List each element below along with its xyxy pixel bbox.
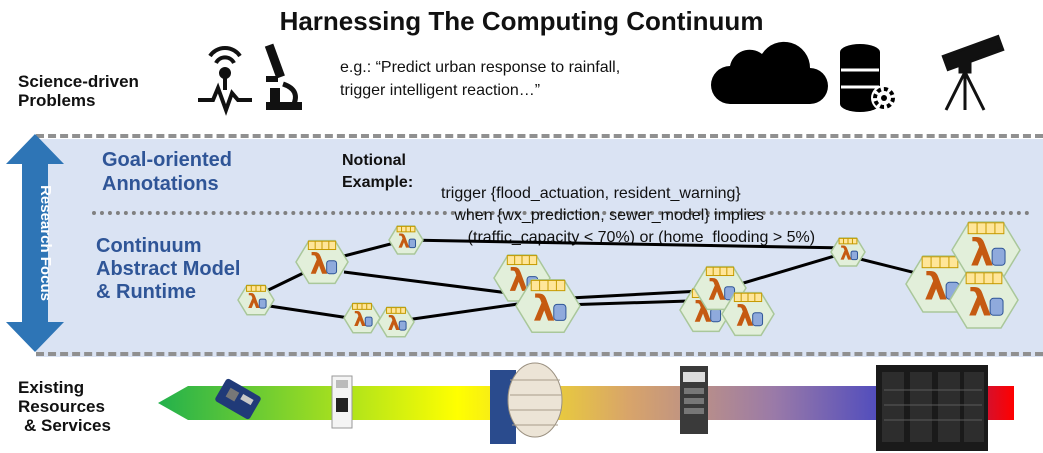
lambda-node: λ [377,306,415,338]
lambda-node: λ [388,225,424,255]
lambda-node: λ [830,237,866,267]
sensor-signal-icon [198,46,252,116]
lambda-node: λ [515,278,581,334]
example-quote: e.g.: “Predict urban response to rainfal… [340,59,621,99]
lambda-symbol: λ [924,264,948,308]
lambda-node: λ [949,271,1019,329]
lambda-symbol: λ [968,280,992,324]
lambda-node: λ [295,239,349,285]
lambda-node: λ [721,291,775,337]
lambda-symbol: λ [840,244,852,265]
middle-divider [92,211,1030,215]
server-blade-image [680,366,708,434]
lambda-symbol: λ [708,273,726,307]
lambda-symbol: λ [509,263,529,299]
edge-device-image [490,362,563,444]
bottom-divider [36,352,1043,356]
telescope-icon [941,34,1005,111]
cloud-icon [711,41,828,104]
database-gear-icon [840,44,897,112]
lambda-symbol: λ [736,299,754,333]
lambda-symbol: λ [388,312,401,335]
page-title: Harnessing The Computing Continuum [279,6,764,36]
resource-gradient-arrow [158,386,1014,420]
iot-board-image [331,375,353,429]
lambda-symbol: λ [354,308,367,331]
notional-example-code: trigger {flood_actuation, resident_warni… [441,185,816,246]
datacenter-racks-image [876,365,988,451]
microscope-icon [264,43,302,110]
microcontroller-board-image [215,378,261,420]
lambda-symbol: λ [398,232,410,253]
top-divider [36,134,1043,138]
lambda-symbol: λ [310,247,328,281]
research-focus-arrow: Research Focus [6,134,64,352]
lambda-symbol: λ [248,290,261,313]
lambda-node: λ [237,284,275,316]
lambda-symbol: λ [970,230,994,274]
lambda-node: λ [951,221,1021,279]
lambda-node: λ [343,302,381,334]
research-focus-label: Research Focus [37,185,54,301]
lambda-symbol: λ [533,288,555,329]
